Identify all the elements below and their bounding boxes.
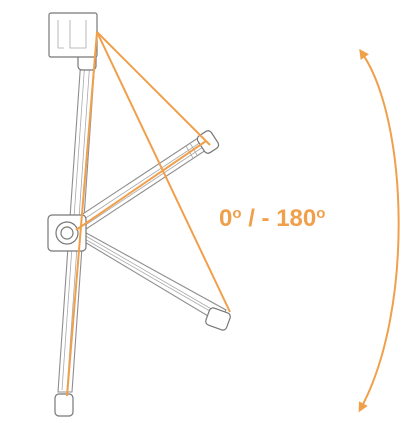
top-mount-bracket (48, 12, 98, 58)
pivot-hinge (47, 214, 87, 252)
bottom-end-cap (54, 393, 74, 417)
angle-separator: / - 180 (242, 205, 317, 232)
reference-lines (66, 31, 231, 397)
angle-label: 0o / - 180o (219, 205, 325, 232)
lower-arm-tube (68, 222, 227, 323)
rotation-arrow-icon (358, 48, 400, 413)
angle-start: 0 (219, 205, 232, 232)
lower-arm-end-cap (205, 307, 231, 331)
degree-symbol-1: o (232, 205, 241, 222)
degree-symbol-2: o (316, 205, 325, 222)
